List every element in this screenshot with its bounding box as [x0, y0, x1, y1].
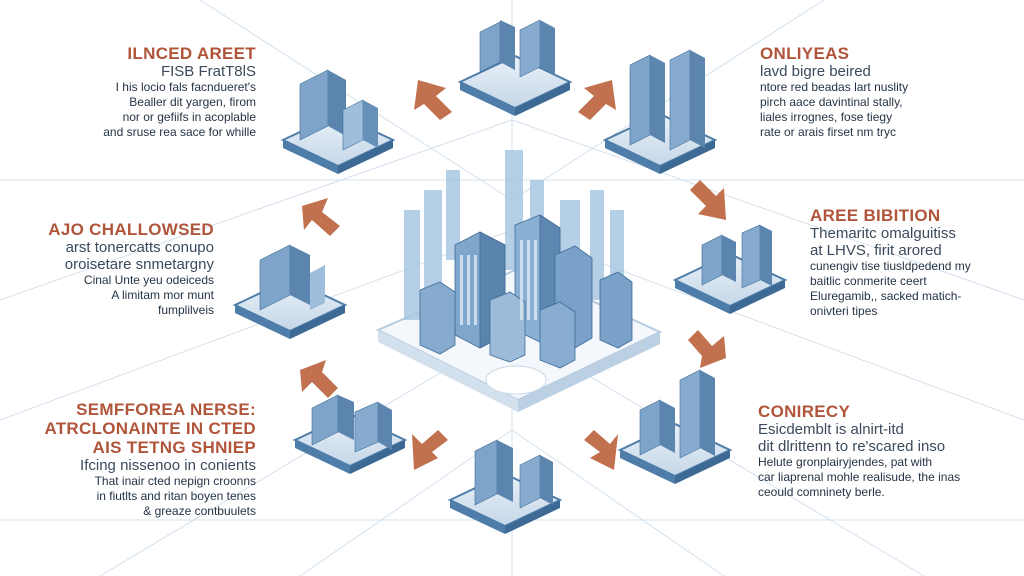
mid-right-subtitle: Themaritc omalguitiss — [810, 225, 956, 242]
tower-cluster-mid-right — [672, 224, 788, 314]
top-right-title: ONLIYEAS — [760, 44, 850, 63]
mid-right-line: baitlic conmerite ceert — [810, 274, 927, 288]
mid-left-line: A limitam mor munt — [111, 288, 214, 302]
top-right-line: pirch aace davintinal stally, — [760, 95, 903, 109]
arrow-mid-left-top-icon — [302, 198, 340, 236]
top-right-line: ntore red beadas lart nuslity — [760, 80, 909, 94]
bottom-right-title: CONIRECY — [758, 402, 851, 421]
top-right-line: liales irrognes, fose tiegy — [760, 110, 893, 124]
arrow-bottom-left-icon — [412, 430, 448, 470]
arrow-mid-right-bottom-icon — [688, 330, 726, 368]
block-top-left: ILNCED AREET FISB FratT8lS I his locio f… — [70, 44, 256, 140]
arrow-mid-right-top-icon — [690, 180, 726, 220]
cycle-arrows — [300, 80, 726, 470]
mid-left-line: Cinal Unte yeu odeiceds — [83, 273, 214, 287]
bottom-left-subtitle: Ifcing nissenoo in conients — [80, 457, 256, 474]
tower-cluster-top-right — [602, 49, 718, 174]
arrow-mid-left-bottom-icon — [300, 360, 338, 398]
block-top-right: ONLIYEAS lavd bigre beired ntore red bea… — [760, 44, 970, 140]
arrow-top-right-icon — [578, 80, 616, 120]
top-left-title: ILNCED AREET — [127, 44, 256, 63]
mid-left-subtitle: arst tonercatts conupo — [65, 239, 214, 256]
top-left-line: Bealler dit yargen, firom — [129, 95, 256, 109]
mid-left-title: AJO CHALLOWSED — [48, 220, 214, 239]
tower-cluster-bottom — [447, 439, 563, 534]
tower-cluster-top — [457, 19, 573, 116]
tower-cluster-top-left — [280, 69, 396, 174]
bottom-right-subtitle-2: dit dlrittenn to re'scared inso — [758, 438, 946, 455]
mid-right-line: cunengiv tise tiusldpedend my — [810, 259, 971, 273]
arrow-bottom-right-icon — [584, 430, 618, 470]
mid-right-title: AREE BIBITION — [810, 206, 941, 225]
mid-left-line: fumplilveis — [157, 303, 214, 317]
block-bottom-left: SEMFFOREA NERSE: ATRCLONAINTE IN CTED AI… — [30, 400, 256, 519]
bottom-right-line: ceould comninety berle. — [758, 485, 885, 499]
bottom-right-line: car liaprenal mohle realisude, the inas — [758, 470, 961, 484]
top-left-subtitle: FISB FratT8lS — [160, 63, 256, 80]
bottom-left-title-2: ATRCLONAINTE IN CTED — [44, 419, 256, 438]
city-center-hub — [375, 150, 663, 412]
bottom-left-line: in fiutlts and ritan boyen tenes — [96, 489, 256, 503]
top-right-line: rate or arais firset nm tryc — [760, 125, 897, 139]
block-mid-left: AJO CHALLOWSED arst tonercatts conupo or… — [18, 220, 214, 318]
top-left-line: and sruse rea sace for whille — [103, 125, 256, 139]
bottom-left-line: & greaze contbuulets — [143, 504, 256, 518]
mid-right-line: Eluregamib,, sacked matich- — [810, 289, 962, 303]
bottom-left-title: SEMFFOREA NERSE: — [76, 400, 256, 419]
block-mid-right: AREE BIBITION Themaritc omalguitiss at L… — [810, 206, 1020, 319]
mid-right-line: onivteri tipes — [810, 304, 878, 318]
top-left-line: nor or gefiifs in acoplable — [122, 110, 256, 124]
tower-cluster-bottom-right — [617, 369, 733, 484]
top-right-subtitle: lavd bigre beired — [760, 63, 871, 80]
bottom-left-line: That inair cted nepign croonns — [94, 474, 256, 488]
block-bottom-right: CONIRECY Esicdemblt is alnirt-itd dit dl… — [758, 402, 1020, 500]
bottom-left-title-3: AIS TETNG SHNIEP — [92, 438, 256, 457]
tower-cluster-mid-left — [232, 244, 348, 339]
top-left-line: I his locio fals facndueret's — [115, 80, 256, 94]
tower-cluster-bottom-left — [292, 394, 408, 474]
mid-left-subtitle-2: oroisetare snmetargny — [64, 256, 214, 273]
bottom-right-line: Helute gronplairyjendes, pat with — [758, 455, 933, 469]
mid-right-subtitle-2: at LHVS, firit arored — [810, 242, 942, 259]
bottom-right-subtitle: Esicdemblt is alnirt-itd — [758, 421, 904, 438]
arrow-top-left-icon — [414, 80, 452, 120]
